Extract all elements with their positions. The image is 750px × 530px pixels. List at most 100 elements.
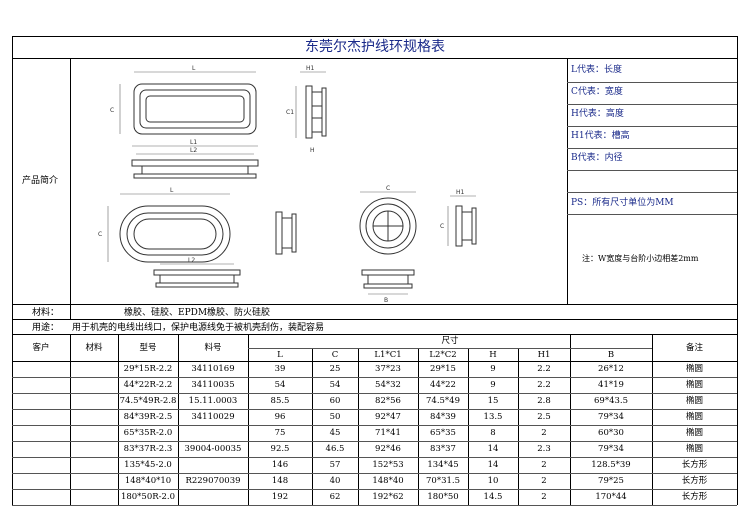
frame-right <box>737 36 738 490</box>
dim-L-label-2: L <box>170 187 174 194</box>
cell-c: 25 <box>329 364 341 374</box>
frame-title-bottom <box>12 58 738 59</box>
table-rule <box>12 457 737 458</box>
legend-line <box>567 214 737 215</box>
table-col-rule <box>178 334 179 505</box>
table-col-rule <box>312 348 313 505</box>
header-c: C <box>331 349 339 360</box>
cell-h: 9 <box>490 380 496 390</box>
oval-side-bottom <box>155 282 239 288</box>
cell-h1: 2.2 <box>537 364 551 374</box>
legend-divider <box>567 58 568 304</box>
cell-model: 44*22R-2.2 <box>123 380 173 390</box>
cell-model: 83*37R-2.3 <box>123 444 173 454</box>
legend-line <box>567 126 737 127</box>
cell-b: 41*19 <box>598 380 624 390</box>
dim-H1-label-2: H1 <box>456 189 465 196</box>
cell-part: 15.11.0003 <box>188 396 238 406</box>
cell-l2c2: 44*22 <box>430 380 456 390</box>
round-grommet-outer <box>359 197 417 255</box>
sec3-body <box>461 211 473 241</box>
legend-inner-diameter: B代表：内径 <box>571 153 623 163</box>
cell-model: 180*50R-2.0 <box>120 492 176 502</box>
rect-grommet-outer <box>133 83 257 135</box>
cell-model: 29*15R-2.2 <box>123 364 173 374</box>
cell-part: 34110035 <box>191 380 235 390</box>
table-rule <box>12 441 737 442</box>
cell-b: 79*34 <box>598 412 624 422</box>
cell-l1c1: 192*62 <box>372 492 404 502</box>
intro-label: 产品简介 <box>22 176 59 186</box>
table-rule <box>12 393 737 394</box>
header-b: B <box>607 349 615 360</box>
cell-h1: 2 <box>541 460 547 470</box>
table-rule <box>12 505 737 506</box>
cell-b: 26*12 <box>598 364 624 374</box>
legend-groove-height: H1代表：槽高 <box>571 131 630 141</box>
material-label: 材料： <box>32 308 60 318</box>
cell-l1c1: 82*56 <box>375 396 401 406</box>
cell-remark: 长方形 <box>681 460 708 470</box>
cell-remark: 椭圆 <box>685 412 703 422</box>
cell-l2c2: 65*35 <box>430 428 456 438</box>
dim-L-label: L <box>192 65 196 72</box>
legend-line <box>567 82 737 83</box>
width-step-note: 注：W宽度与台阶小边相差2mm <box>582 254 699 263</box>
cell-b: 60*30 <box>598 428 624 438</box>
round-grommet-step <box>365 203 411 249</box>
cell-l: 96 <box>274 412 286 422</box>
cell-remark: 椭圆 <box>685 396 703 406</box>
sec2-body <box>281 217 293 249</box>
legend-line <box>567 148 737 149</box>
cell-h1: 2.5 <box>537 412 551 422</box>
cell-c: 57 <box>329 460 341 470</box>
header-l1c1: L1*C1 <box>374 349 402 360</box>
page-title: 东莞尔杰护线环规格表 <box>305 39 445 55</box>
oval-side-flange <box>153 269 241 276</box>
cell-b: 79*34 <box>598 444 624 454</box>
usage-bottom <box>12 334 738 335</box>
cell-h: 9 <box>490 364 496 374</box>
cell-h1: 2 <box>541 492 547 502</box>
dim-L2-label-2: L2 <box>188 257 195 264</box>
cell-b: 170*44 <box>595 492 627 502</box>
table-rule <box>12 361 737 362</box>
table-col-rule <box>468 348 469 505</box>
cell-l1c1: 92*46 <box>375 444 401 454</box>
oval-grommet-inner <box>133 218 217 250</box>
cell-l1c1: 54*32 <box>375 380 401 390</box>
cell-l1c1: 148*40 <box>372 476 404 486</box>
rect-side-bottom <box>133 173 257 179</box>
cell-h: 14 <box>487 444 499 454</box>
oval-grommet-outer <box>119 205 231 263</box>
cell-c: 46.5 <box>325 444 345 454</box>
cell-l1c1: 37*23 <box>375 364 401 374</box>
header-h1: H1 <box>537 349 551 360</box>
rect-side-flange <box>131 159 259 167</box>
cell-remark: 椭圆 <box>685 380 703 390</box>
frame-top <box>12 36 738 37</box>
header-l2c2: L2*C2 <box>429 349 457 360</box>
header-h: H <box>489 349 497 360</box>
sec1-body <box>311 91 323 133</box>
table-rule <box>248 348 652 349</box>
legend-width: C代表：宽度 <box>571 87 623 97</box>
legend-line <box>567 192 737 193</box>
intro-divider <box>70 58 71 319</box>
cell-part: 34110169 <box>191 364 235 374</box>
dim-C-label-2: C <box>98 231 102 238</box>
cell-l2c2: 134*45 <box>427 460 459 470</box>
cell-remark: 椭圆 <box>685 444 703 454</box>
cell-l2c2: 83*37 <box>430 444 456 454</box>
table-col-rule <box>418 348 419 505</box>
cell-h: 10 <box>487 476 499 486</box>
cell-part: 34110029 <box>191 412 235 422</box>
dim-B-label: B <box>384 297 388 304</box>
table-rule <box>12 409 737 410</box>
cell-h: 15 <box>487 396 499 406</box>
cell-h: 14 <box>487 460 499 470</box>
dim-L1-label: L1 <box>190 139 197 146</box>
cell-l2c2: 180*50 <box>427 492 459 502</box>
cell-l2c2: 29*15 <box>430 364 456 374</box>
cell-h: 8 <box>490 428 496 438</box>
